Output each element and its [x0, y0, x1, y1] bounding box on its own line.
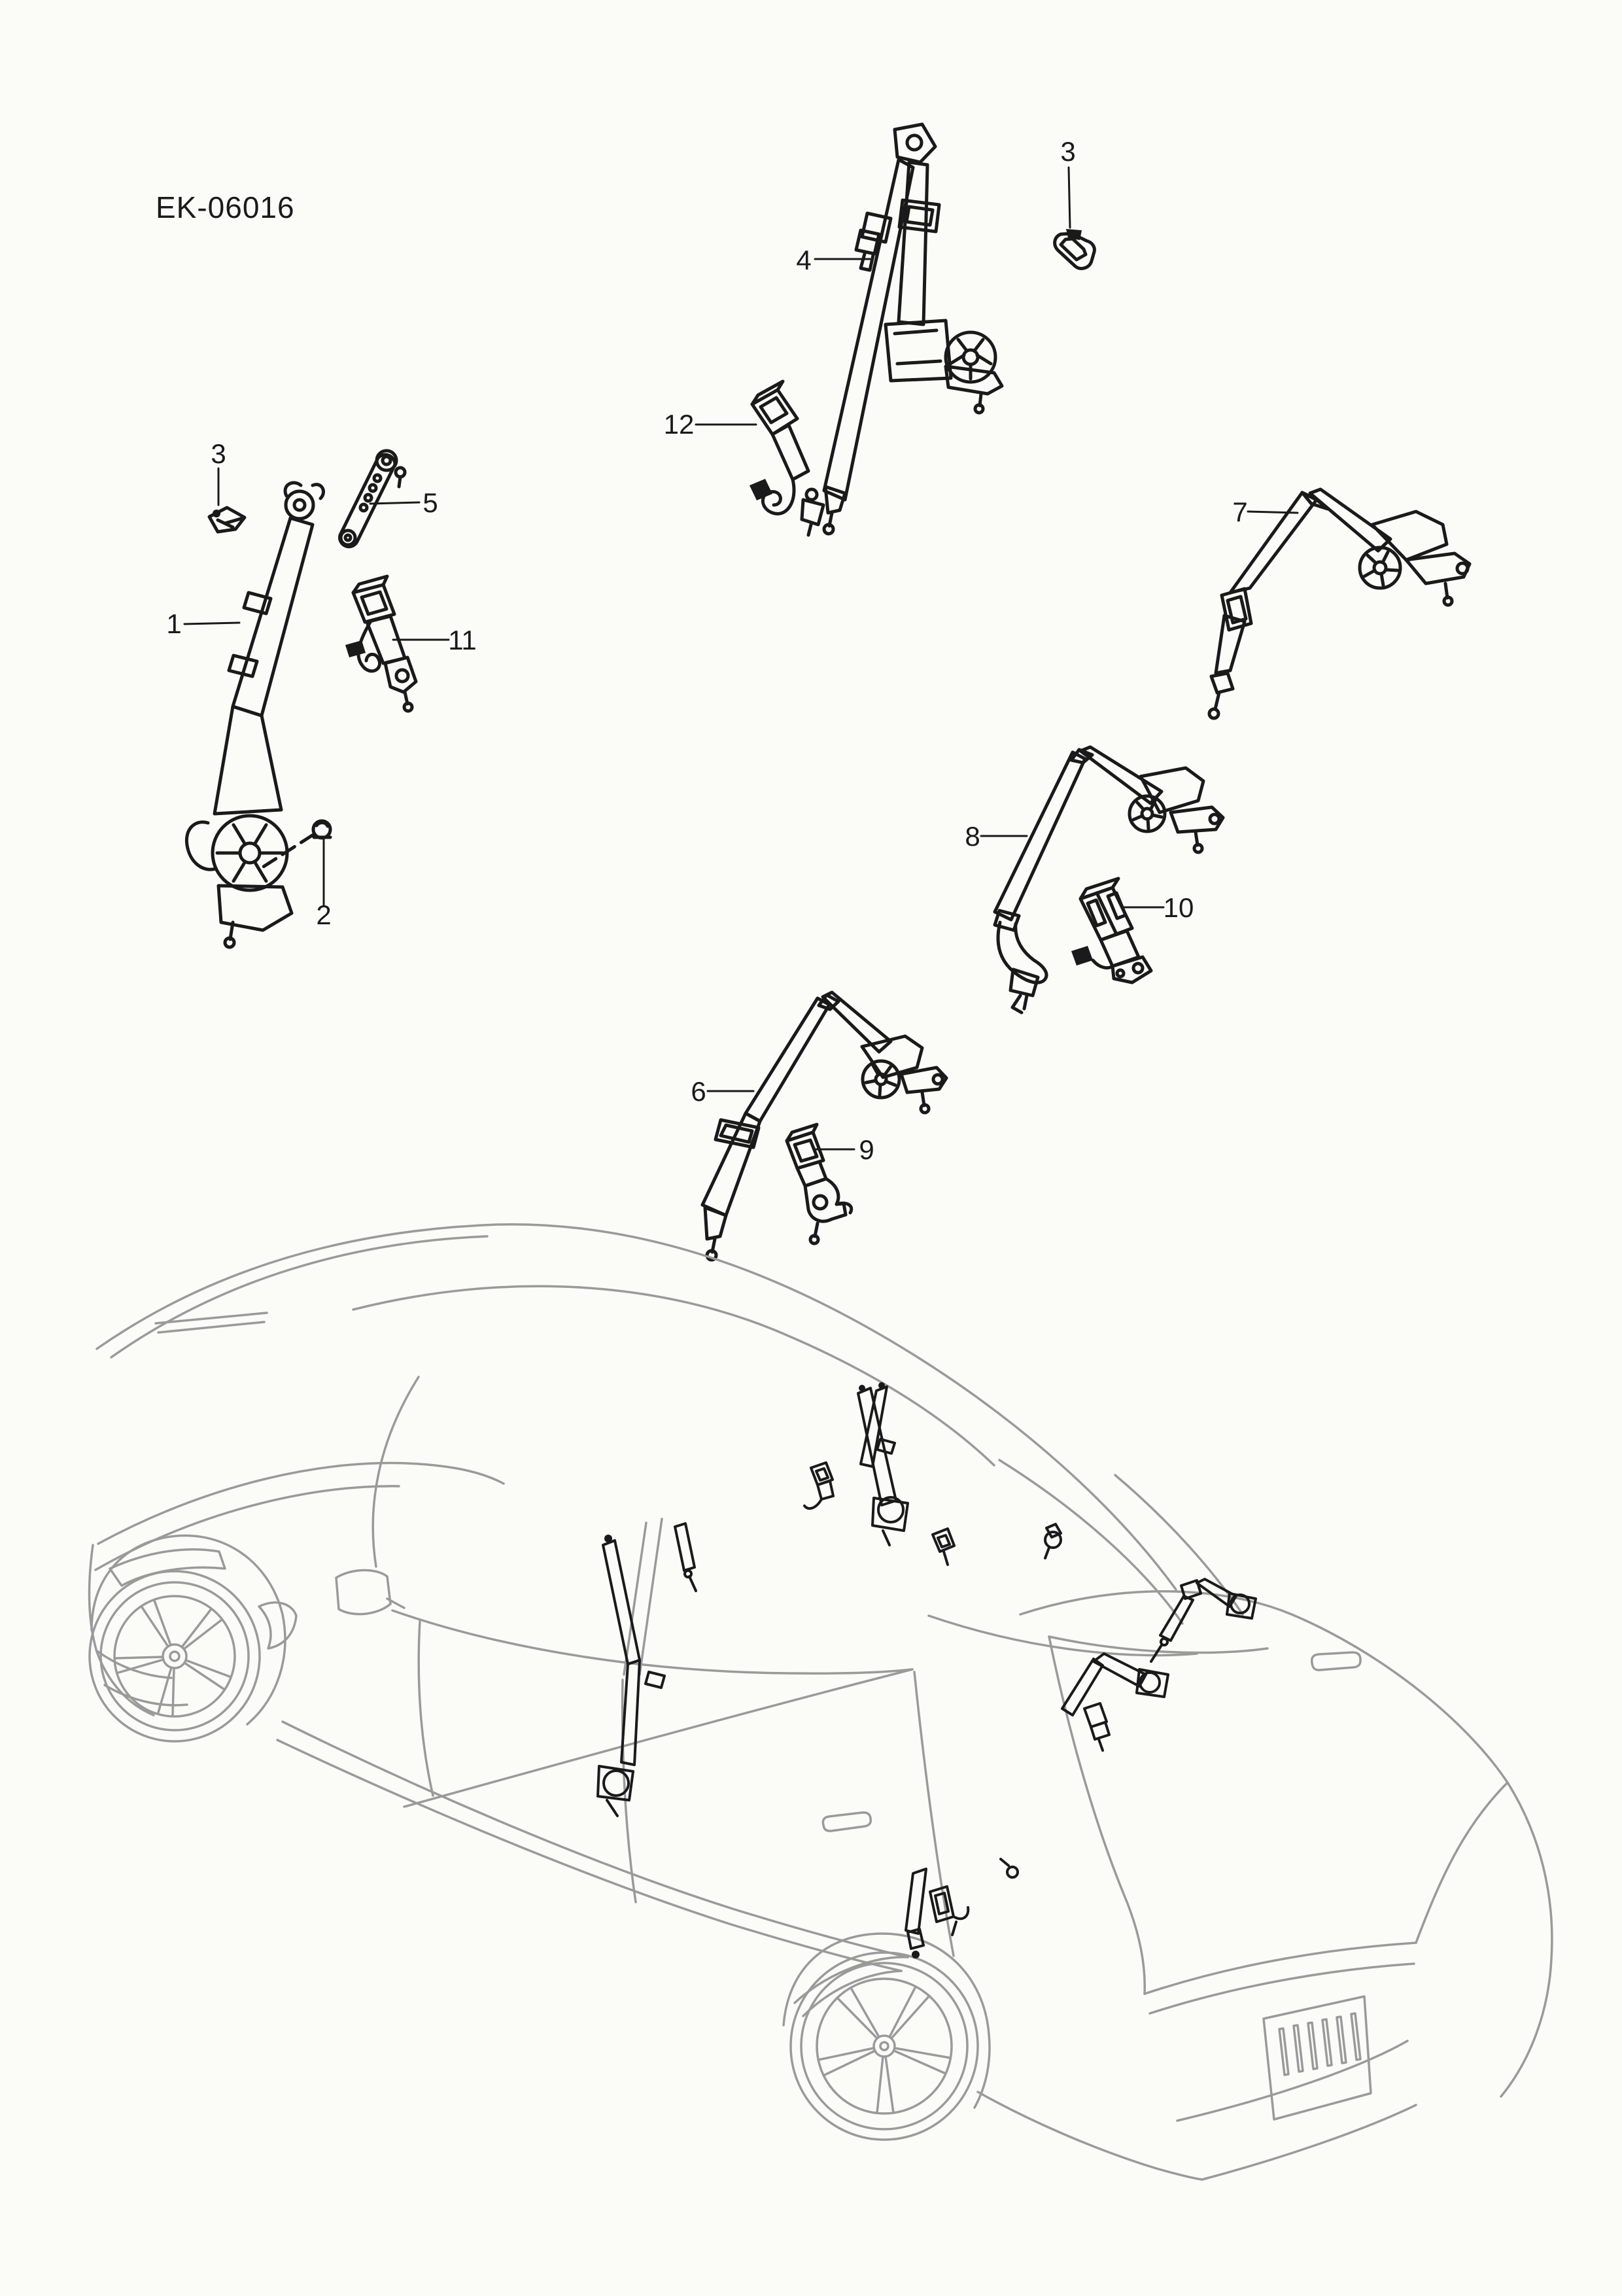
car-body-outline [88, 1223, 1553, 2181]
leader-line [183, 621, 241, 625]
callout-6: 6 [691, 1076, 755, 1107]
tire [88, 1570, 261, 1743]
rim [816, 1977, 953, 2115]
callout-label-3-left: 3 [211, 438, 226, 469]
installed-deck-belt-right [1150, 1578, 1257, 1663]
callout-label-12: 12 [664, 409, 695, 440]
belt-guide-funnel [996, 920, 1048, 984]
part-4-front-seatbelt-assembly [822, 122, 1004, 536]
callout-3-left: 3 [211, 438, 226, 506]
installed-buckle-a [803, 1461, 835, 1510]
ducktail-spoiler [1143, 1941, 1417, 2015]
leader-line [1247, 510, 1299, 514]
callout-label-2: 2 [316, 899, 331, 930]
leader-line [369, 501, 421, 505]
part-7-rear-seatbelt-rh [1207, 487, 1472, 720]
page-title: EK-06016 [156, 190, 295, 224]
callout-12: 12 [664, 409, 757, 440]
part-11-front-buckle-left [345, 574, 418, 713]
callout-8: 8 [965, 821, 1028, 852]
rear-bumper-bottom [1201, 2104, 1417, 2181]
callout-10: 10 [1122, 892, 1194, 923]
installed-deck-belt-far-left [1044, 1523, 1062, 1559]
bolt-alignment-dashed-line [258, 833, 315, 871]
callout-3-top: 3 [1060, 136, 1076, 229]
callout-4: 4 [796, 245, 871, 275]
callout-label-11: 11 [448, 625, 477, 655]
installed-center-lap-belt [905, 1858, 1019, 1958]
rear-diffuser [1262, 1995, 1372, 2121]
callout-label-9: 9 [859, 1134, 874, 1165]
part-9-rear-buckle [785, 1122, 854, 1245]
leader-line [1067, 166, 1071, 229]
callout-label-4: 4 [796, 245, 811, 275]
installed-front-belt-b-pillar [596, 1535, 666, 1817]
deck-slot [1310, 1651, 1362, 1671]
front-wheel [88, 1570, 261, 1743]
rear-wheel [789, 1951, 979, 2141]
part-5-height-adjuster [338, 449, 407, 549]
callout-9: 9 [813, 1134, 874, 1165]
part-3-anchor-hook-top [1053, 229, 1096, 270]
installed-front-belt-upper [674, 1522, 697, 1592]
part-3-anchor-plate-left [207, 506, 247, 534]
installed-deck-belt-left [1061, 1652, 1169, 1752]
callout-label-10: 10 [1164, 892, 1194, 923]
installed-seatbelts [596, 1382, 1257, 1958]
retractor-wheel [1358, 546, 1402, 590]
door-handle [821, 1811, 872, 1832]
car-illustration [88, 1223, 1553, 2181]
fender-vent [258, 1601, 298, 1650]
part-12-front-buckle [750, 379, 825, 537]
pretensioner-wheel [944, 330, 997, 384]
callout-label-1: 1 [166, 608, 181, 639]
callouts-layer: 1 2 3 3 4 5 6 7 [166, 136, 1299, 1165]
tire [789, 1951, 979, 2141]
installed-rear-shelf-belt [857, 1382, 909, 1546]
part-6-rear-seatbelt-lh [700, 990, 948, 1262]
b-pillar [623, 1518, 663, 1676]
retractor-wheel [1128, 794, 1167, 833]
callout-1: 1 [166, 608, 241, 639]
retractor-wheel [861, 1059, 901, 1100]
part-10-rear-center-buckle [1071, 877, 1153, 984]
callout-7: 7 [1232, 496, 1299, 527]
side-mirror [335, 1569, 392, 1616]
exploded-parts-layer [184, 122, 1472, 1262]
callout-label-6: 6 [691, 1076, 706, 1107]
part-8-rear-center-seatbelt [993, 745, 1225, 1015]
callout-5: 5 [369, 487, 438, 518]
part-2-anchor-bolt [258, 819, 332, 871]
callout-label-7: 7 [1232, 496, 1247, 527]
callout-2: 2 [316, 839, 332, 930]
callout-label-8: 8 [965, 821, 980, 852]
callout-label-5: 5 [423, 487, 438, 518]
callout-label-3-top: 3 [1060, 136, 1075, 167]
installed-buckle-b [931, 1527, 956, 1566]
rim [113, 1595, 236, 1718]
callout-11: 11 [392, 625, 477, 655]
part-1-front-seatbelt-retractor [184, 481, 325, 949]
